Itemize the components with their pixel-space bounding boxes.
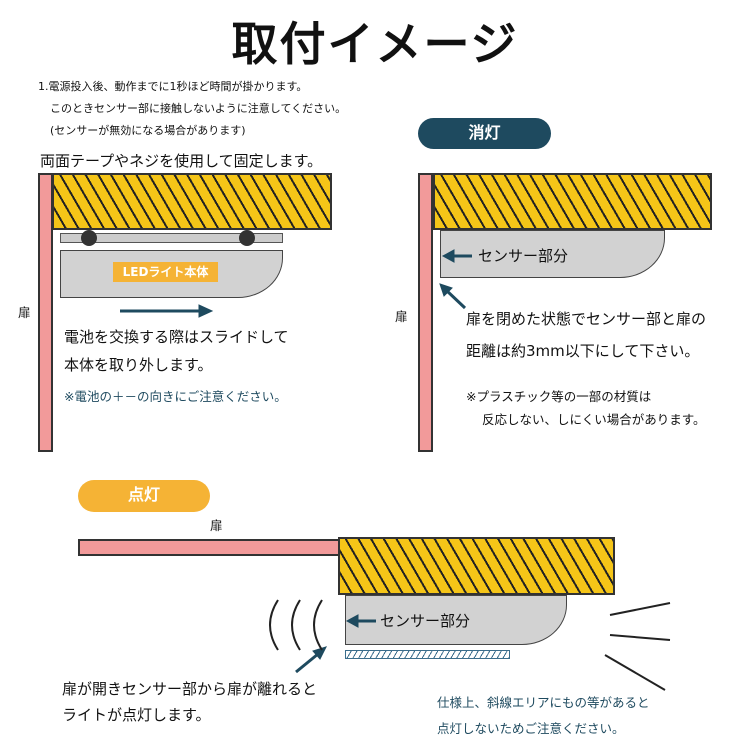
sensor-label: センサー部分 — [380, 612, 471, 630]
ceiling — [433, 173, 712, 230]
screw-icon — [239, 230, 255, 246]
signal-waves-icon — [269, 599, 323, 651]
door — [38, 173, 53, 452]
note-line: このときセンサー部に接触しないように注意してください。 — [50, 102, 347, 115]
on-text: 扉が開きセンサー部から扉が離れると — [62, 680, 318, 698]
install-heading: 両面テープやネジを使用して固定します。 — [40, 152, 323, 170]
note-line: 1.電源投入後、動作までに1秒ほど時間が掛かります。 — [38, 80, 308, 93]
detection-area — [345, 650, 510, 659]
mount-plate — [60, 233, 283, 243]
sensor-label: センサー部分 — [478, 247, 569, 265]
off-note: ※プラスチック等の一部の材質は — [466, 389, 652, 404]
off-note: 反応しない、しにくい場合があります。 — [482, 412, 706, 427]
on-note: 仕様上、斜線エリアにもの等があると — [437, 695, 650, 710]
off-badge: 消灯 — [418, 118, 551, 149]
door-distance-arrow-icon — [439, 283, 467, 310]
door-away-arrow-icon — [295, 646, 327, 674]
sensor-arrow-icon — [345, 614, 376, 628]
ceiling — [52, 173, 332, 230]
led-body — [345, 595, 567, 645]
door-label: 扉 — [210, 518, 223, 533]
on-text: ライトが点灯します。 — [62, 706, 211, 724]
battery-note: ※電池の＋－の向きにご注意ください。 — [64, 389, 287, 404]
on-badge: 点灯 — [78, 480, 210, 512]
door-label: 扉 — [395, 309, 408, 324]
led-body — [440, 230, 665, 278]
door — [418, 173, 433, 452]
on-note: 点灯しないためご注意ください。 — [437, 721, 625, 736]
slide-arrow-icon — [120, 304, 214, 318]
sensor-arrow-icon — [441, 249, 472, 263]
off-text: 扉を閉めた状態でセンサー部と扉の — [466, 310, 707, 328]
ceiling — [338, 537, 615, 595]
battery-text: 本体を取り外します。 — [64, 356, 213, 374]
battery-text: 電池を交換する際はスライドして — [64, 328, 289, 346]
door-label: 扉 — [18, 305, 31, 320]
led-label: LEDライト本体 — [113, 262, 218, 282]
light-rays-icon — [604, 602, 671, 691]
page-title: 取付イメージ — [231, 17, 519, 71]
note-line: (センサーが無効になる場合があります) — [50, 124, 246, 137]
off-text: 距離は約3mm以下にして下さい。 — [466, 342, 700, 360]
screw-icon — [81, 230, 97, 246]
